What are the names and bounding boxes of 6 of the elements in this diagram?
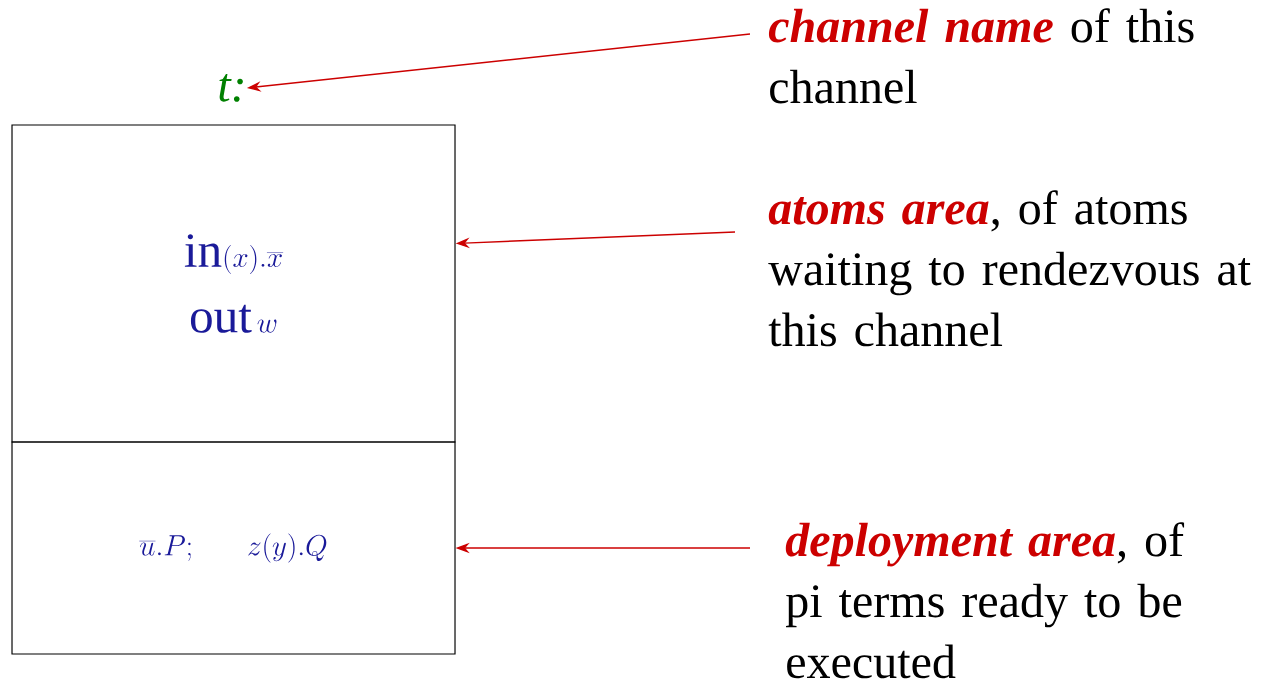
atoms-area-box: $\mathrm{in}(x).\overline{x}$ $\mathrm{out}\,w$ xyxy=(11,124,456,443)
annotation-text: channel name of this channel xyxy=(768,8,1194,104)
annotation-text: deployment area, of pi terms ready to be executed xyxy=(785,522,1185,679)
annotation-text: atoms area, of atoms waiting to rendezvous at this channel xyxy=(768,190,1251,347)
channel-label: t: xyxy=(219,74,243,102)
deployment-area-box: $\overline{u}.P;\quad z(y).Q$ xyxy=(11,441,456,655)
